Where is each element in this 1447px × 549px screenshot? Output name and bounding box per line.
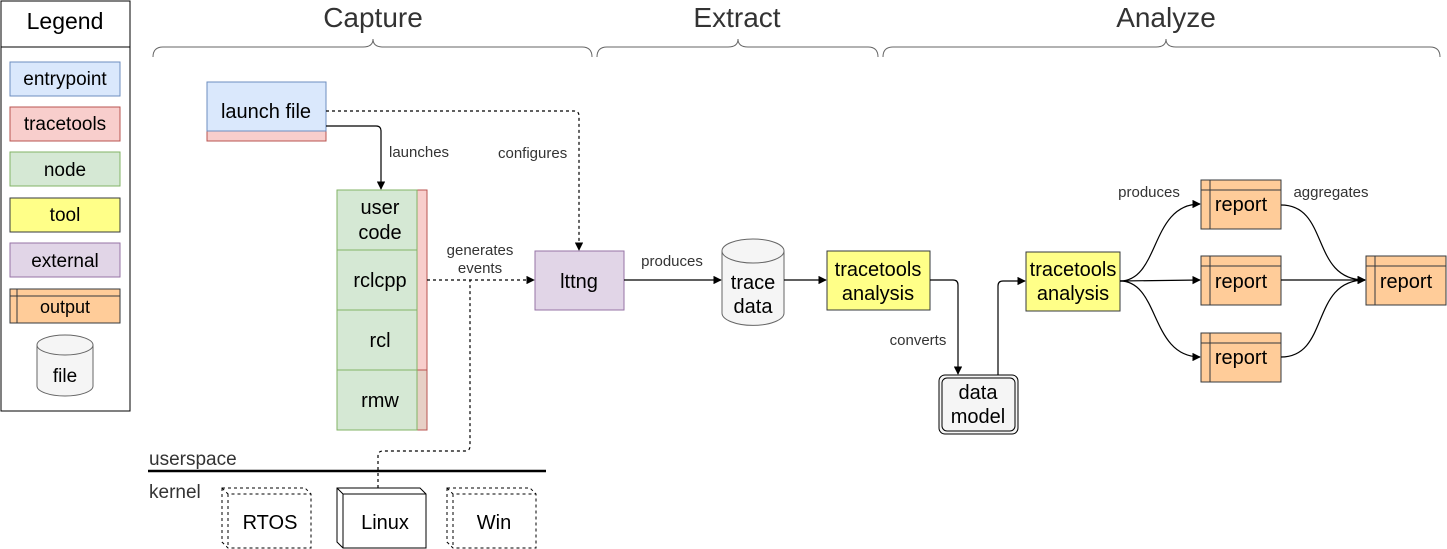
data-model-node — [938, 374, 1019, 435]
edge-configures — [326, 110, 584, 251]
tracetools-analysis-node-1 — [826, 250, 931, 311]
edge-configures-label: configures — [498, 145, 567, 162]
userspace-label: userspace — [149, 449, 237, 470]
rtos-box — [221, 487, 312, 549]
edge-launches-label: launches — [389, 144, 449, 161]
analysis1-label-1: tracetools — [835, 259, 922, 281]
analysis2-label-2: analysis — [1037, 283, 1109, 305]
rclcpp-label: rclcpp — [353, 270, 406, 292]
user-code-label-1: user — [361, 197, 400, 219]
legend-tracetools: tracetools — [24, 114, 106, 135]
win-box — [446, 487, 537, 549]
trace-data-label-2: data — [734, 296, 774, 318]
brace-analyze — [882, 38, 1441, 58]
edge-aggregate-bot — [1280, 275, 1366, 358]
edge-generates-label-1: generates — [447, 242, 514, 259]
report-top-label: report — [1215, 194, 1268, 216]
lttng-node — [534, 250, 625, 311]
legend-tracetools-swatch — [9, 106, 121, 142]
linux-box — [336, 487, 427, 549]
node-stack — [336, 189, 428, 431]
legend-node: node — [44, 160, 86, 181]
data-model-label-1: data — [959, 382, 999, 404]
launch-file-node — [206, 81, 327, 142]
legend-tool-swatch — [9, 197, 121, 233]
trace-data-file — [721, 238, 785, 326]
legend-external: external — [31, 251, 99, 272]
edge-produces-trace-label: produces — [641, 253, 703, 270]
report-bot-node — [1200, 332, 1282, 383]
report-final-node — [1365, 255, 1447, 306]
trace-data-label-1: trace — [731, 272, 775, 294]
edge-produces-report-mid — [1119, 275, 1201, 285]
legend-file-swatch — [36, 334, 94, 397]
edge-aggregates-label: aggregates — [1293, 184, 1368, 201]
data-model-label-2: model — [951, 406, 1005, 428]
header-capture: Capture — [323, 2, 423, 33]
launch-file-label: launch file — [221, 101, 311, 123]
edge-launches — [326, 125, 386, 190]
rmw-label: rmw — [361, 390, 399, 412]
legend-entrypoint-swatch — [9, 61, 121, 97]
legend-tool: tool — [50, 205, 81, 226]
brace-capture — [152, 38, 593, 58]
report-bot-label: report — [1215, 347, 1268, 369]
analysis1-label-2: analysis — [842, 283, 914, 305]
linux-label: Linux — [361, 512, 409, 534]
win-label: Win — [477, 512, 511, 534]
edge-model-to-analysis — [997, 276, 1026, 375]
edge-produces-report-top — [1119, 199, 1201, 282]
report-final-label: report — [1380, 271, 1433, 293]
edge-kernel-events — [377, 280, 471, 488]
edge-aggregate-top — [1280, 204, 1366, 285]
edge-converts — [930, 279, 963, 375]
edge-converts-label: converts — [890, 332, 947, 349]
legend-file: file — [53, 366, 77, 387]
rtos-label: RTOS — [243, 512, 298, 534]
report-mid-label: report — [1215, 271, 1268, 293]
edge-produces-reports-label: produces — [1118, 184, 1180, 201]
report-top-node — [1200, 179, 1282, 230]
legend: Legend entrypoint tracetools node tool e… — [0, 0, 131, 412]
header-extract: Extract — [693, 2, 780, 33]
analysis2-label-1: tracetools — [1030, 259, 1117, 281]
legend-output-swatch — [9, 288, 121, 324]
legend-external-swatch — [9, 242, 121, 278]
report-mid-node — [1200, 255, 1282, 306]
user-code-label-2: code — [358, 222, 401, 244]
legend-entrypoint: entrypoint — [23, 69, 107, 90]
edge-produces-report-bot — [1119, 280, 1201, 362]
edge-generates-label-2: events — [458, 260, 502, 277]
lttng-label: lttng — [560, 271, 598, 293]
legend-title: Legend — [27, 8, 104, 34]
header-analyze: Analyze — [1116, 2, 1216, 33]
tracetools-analysis-node-2 — [1025, 251, 1121, 312]
kernel-label: kernel — [149, 482, 201, 503]
rcl-label: rcl — [369, 330, 390, 352]
legend-output: output — [40, 297, 90, 317]
legend-node-swatch — [9, 151, 121, 187]
brace-extract — [596, 38, 879, 58]
